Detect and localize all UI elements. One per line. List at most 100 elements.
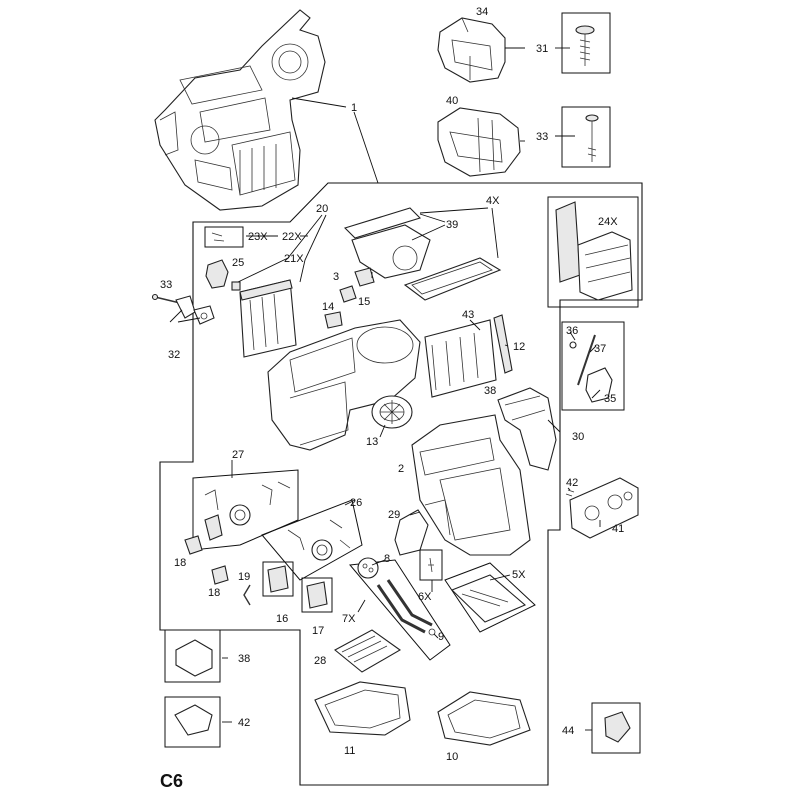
callout-19: 19 [238, 571, 250, 583]
screw-33-left [151, 293, 181, 304]
actuator-17 [306, 581, 328, 609]
bracket-32 [175, 295, 215, 325]
actuator-group-box [561, 321, 625, 411]
actuator-16-box [262, 561, 294, 597]
callout-38-bottom: 38 [238, 653, 250, 665]
callout-13: 13 [366, 436, 378, 448]
connector-44 [604, 711, 631, 743]
callout-17: 17 [312, 625, 324, 637]
callout-35: 35 [604, 393, 616, 405]
callout-33-top: 33 [536, 131, 548, 143]
callout-11: 11 [344, 745, 355, 757]
tray-11 [314, 681, 411, 736]
callout-39: 39 [446, 219, 458, 231]
o-ring-6x-box [419, 549, 443, 581]
core-28 [334, 629, 402, 673]
callout-3: 3 [333, 271, 339, 283]
screw-31 [575, 25, 595, 66]
callout-22x: 22X [282, 231, 302, 243]
screw-31-box [561, 12, 611, 74]
callout-41: 41 [612, 523, 624, 535]
actuator-35 [585, 367, 613, 403]
cover-38 [175, 639, 213, 677]
connector-14 [324, 311, 343, 329]
screw-33-box [561, 106, 611, 168]
callout-29: 29 [388, 509, 400, 521]
callout-40: 40 [446, 95, 458, 107]
callout-1: 1 [351, 102, 357, 114]
callout-38-top: 38 [484, 385, 496, 397]
sheet-code: C6 [160, 771, 183, 791]
seal-25 [205, 259, 229, 289]
callout-33-left: 33 [160, 279, 172, 291]
flap-parts-26 [287, 519, 351, 561]
connector-44-box [591, 702, 641, 754]
callout-10: 10 [446, 751, 458, 763]
callout-34: 34 [476, 6, 488, 18]
callout-43: 43 [462, 309, 474, 321]
callout-42-bottom: 42 [238, 717, 250, 729]
callout-9: 9 [438, 631, 444, 643]
actuator-16 [267, 565, 289, 593]
callout-25: 25 [232, 257, 244, 269]
filter-24x-box [547, 196, 639, 308]
callout-42-right: 42 [566, 477, 578, 489]
callout-14: 14 [322, 301, 334, 313]
hvac-housing-assembly [154, 9, 326, 211]
flap-parts-27 [204, 481, 291, 541]
actuator-18a [184, 535, 203, 555]
callout-31: 31 [536, 43, 548, 55]
callout-7x: 7X [342, 613, 356, 625]
actuator-17-box [301, 577, 333, 613]
callout-8: 8 [384, 553, 390, 565]
callout-28: 28 [314, 655, 326, 667]
callout-32: 32 [168, 349, 180, 361]
cable-19 [243, 584, 251, 606]
callout-6x: 6X [418, 591, 432, 603]
heater-core-43 [424, 319, 497, 398]
clip-42 [174, 704, 213, 736]
callout-27: 27 [232, 449, 244, 461]
lower-housing-2 [411, 414, 531, 556]
seal-kit-box [204, 226, 244, 248]
callout-12: 12 [513, 341, 525, 353]
callout-18-b: 18 [208, 587, 220, 599]
seal-plate-8 [357, 557, 379, 579]
screw-33 [585, 114, 599, 162]
bracket-34 [437, 17, 506, 83]
callout-15: 15 [358, 296, 370, 308]
callout-30: 30 [572, 431, 584, 443]
callout-5x: 5X [512, 569, 526, 581]
o-ring-9 [428, 628, 436, 636]
resistor-3 [354, 267, 375, 287]
callout-26: 26 [350, 497, 362, 509]
callout-2: 2 [398, 463, 404, 475]
assembly-group-frame [159, 182, 643, 786]
callout-23x: 23X [248, 231, 268, 243]
callout-37: 37 [594, 343, 606, 355]
callout-44: 44 [562, 725, 574, 737]
heater-core-5x [451, 574, 527, 623]
clip-42-box [164, 696, 221, 748]
control-panel-41 [569, 477, 639, 539]
flap-group-26-frame [261, 499, 363, 581]
actuator-18b [211, 565, 229, 585]
leader-lines [169, 47, 601, 731]
bracket-40 [437, 107, 521, 177]
seal-12 [493, 314, 513, 374]
callout-24x: 24X [598, 216, 618, 228]
callout-4x: 4X [486, 195, 500, 207]
cabin-filter-24x [555, 201, 633, 301]
cover-39 [343, 207, 431, 279]
actuator-rod-37 [569, 334, 596, 386]
tray-10 [437, 691, 531, 746]
module-15 [339, 285, 357, 303]
heater-group-5x-frame [444, 562, 536, 633]
callout-36: 36 [566, 325, 578, 337]
blower-motor-13 [371, 395, 413, 429]
evaporator-21x [231, 279, 297, 358]
callout-21x: 21X [284, 253, 304, 265]
cover-38-box [164, 629, 221, 683]
callout-16: 16 [276, 613, 288, 625]
